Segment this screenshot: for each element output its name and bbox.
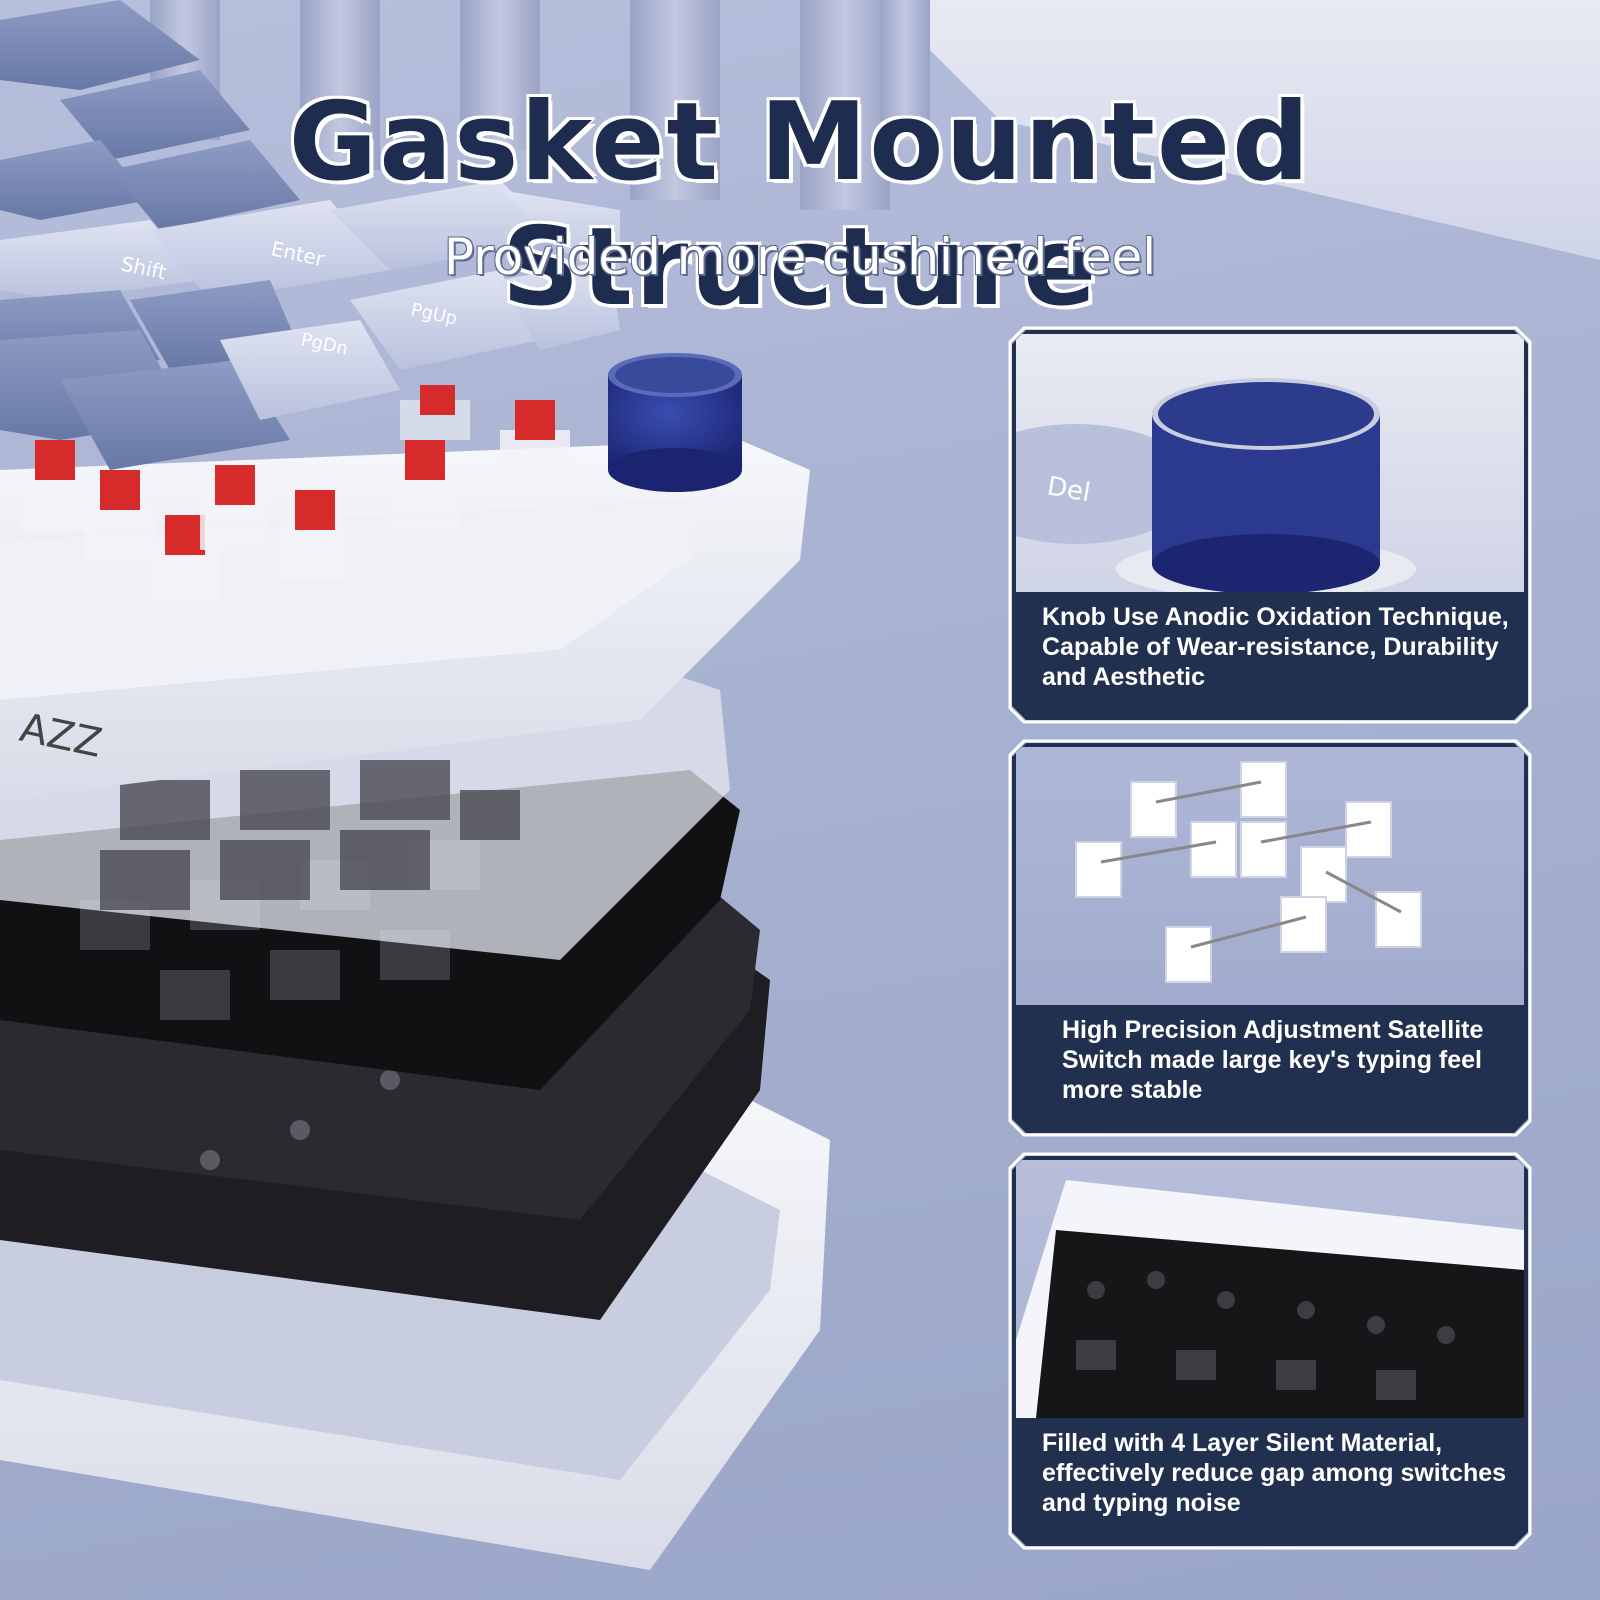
- feature-card-silent-material: Filled with 4 Layer Silent Material, eff…: [1012, 1156, 1528, 1546]
- page-title: Gasket Mounted Structure: [287, 79, 1312, 332]
- mechanical-switches: [20, 385, 570, 600]
- feature-card-stabilizers: High Precision Adjustment Satellite Swit…: [1012, 743, 1528, 1133]
- knob-photo: Del: [1016, 334, 1524, 592]
- volume-knob: [608, 353, 742, 492]
- feature-caption: Knob Use Anodic Oxidation Technique, Cap…: [1042, 603, 1509, 691]
- feature-caption: High Precision Adjustment Satellite Swit…: [1062, 1016, 1484, 1104]
- silent-material-photo: [1016, 1160, 1524, 1418]
- keycaps: Shift Enter PgDn PgUp: [0, 0, 620, 470]
- page-subtitle: Provided more cushined feel: [443, 228, 1157, 286]
- feature-card-knob: Del Knob Use Anodic Oxidation Technique,…: [1012, 330, 1528, 720]
- feature-caption: Filled with 4 Layer Silent Material, eff…: [1042, 1429, 1507, 1517]
- stabilizers-photo: [1016, 747, 1524, 1005]
